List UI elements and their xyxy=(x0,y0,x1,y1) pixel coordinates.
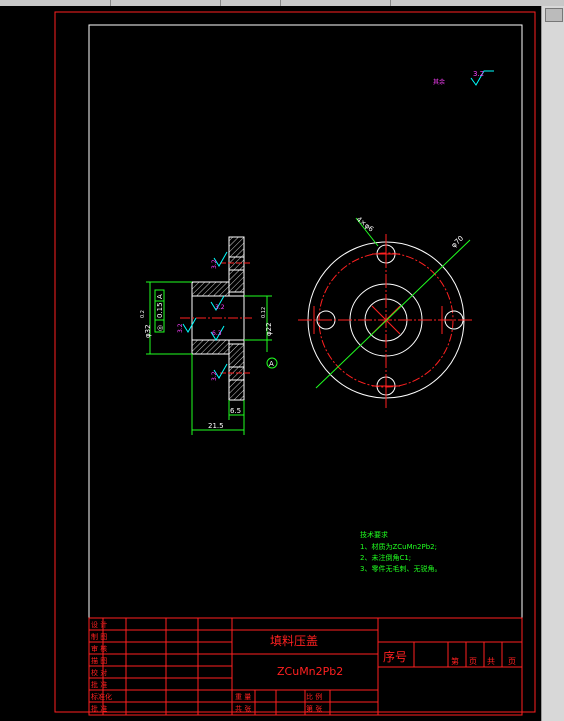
tb-label: 制 图 xyxy=(91,632,107,641)
scale-label: 比 例 xyxy=(306,692,322,701)
roughness-value: 6.3 xyxy=(212,330,222,337)
tech-req-item: 3、零件无毛刺、无锐角。 xyxy=(360,564,441,573)
datum-a-label: A xyxy=(269,360,274,368)
tb-label: 审 核 xyxy=(91,644,107,653)
title-block-left-labels: 设 计 制 图 审 核 描 图 校 对 批 准 标准化 批 准 xyxy=(91,620,112,713)
sheet-page-label: 共 xyxy=(487,657,495,666)
outer-diameter-dim: φ32 xyxy=(144,324,152,338)
tb-label: 标准化 xyxy=(91,692,112,701)
hole-callout: 4×φ6 xyxy=(355,215,376,234)
roughness-value: 3.2 xyxy=(177,323,184,333)
part-name: 填料压盖 xyxy=(270,634,318,648)
roughness-symbol-icon xyxy=(213,363,228,379)
total-sheets-label: 共 张 xyxy=(235,704,251,713)
tb-label: 批 准 xyxy=(91,704,107,713)
scroll-up-arrow-icon[interactable] xyxy=(545,8,563,22)
outer-frame xyxy=(54,11,536,713)
roughness-value: 3.2 xyxy=(215,304,225,311)
roughness-symbol-icon xyxy=(210,295,225,311)
outer-diameter-tol: 0.2 xyxy=(140,310,146,318)
sheet-page-label: 页 xyxy=(469,657,477,666)
gtol-symbol: ◎ xyxy=(156,325,164,331)
gtol-datum: A xyxy=(156,294,164,299)
inner-frame xyxy=(88,24,523,716)
sheet-page-label: 页 xyxy=(508,657,516,666)
roughness-other-label: 其余 xyxy=(433,78,445,86)
roughness-symbol-icon xyxy=(213,251,228,267)
roughness-value: 3.2 xyxy=(211,259,218,269)
roughness-value: 3.2 xyxy=(211,371,218,381)
top-view xyxy=(298,217,474,408)
tb-label: 描 图 xyxy=(91,656,107,665)
material: ZCuMn2Pb2 xyxy=(277,665,343,678)
tech-req-item: 2、未注倒角C1; xyxy=(360,553,411,562)
tb-label: 校 对 xyxy=(91,668,107,677)
gtol-value: 0.15 xyxy=(156,302,164,318)
tech-req-title: 技术要求 xyxy=(360,530,388,539)
vertical-scrollbar[interactable] xyxy=(541,6,564,721)
inner-diameter-dim: φ22 xyxy=(265,322,273,336)
roughness-marks xyxy=(182,251,228,379)
inner-diameter-tol: 0.12 xyxy=(261,307,267,318)
sheet-no-label: 第 张 xyxy=(306,704,322,713)
section-view xyxy=(180,236,252,401)
roughness-symbol-icon xyxy=(182,317,197,333)
roughness-corner-value: 3.2 xyxy=(473,70,484,78)
weight-label: 重 量 xyxy=(235,693,251,701)
thickness-dim: 6.5 xyxy=(230,407,241,415)
roughness-symbol-icon xyxy=(210,325,225,341)
sheet-page-label: 第 xyxy=(451,656,459,666)
tb-label: 批 准 xyxy=(91,680,107,689)
roughness-symbol-icon xyxy=(470,70,494,86)
serial-label: 序号 xyxy=(383,649,407,664)
length-dim: 21.5 xyxy=(208,422,224,430)
toolbar-strip xyxy=(0,0,564,6)
title-block xyxy=(88,617,523,716)
tech-req-item: 1、材质为ZCuMn2Pb2; xyxy=(360,542,437,551)
section-dimensions xyxy=(146,281,278,435)
tb-label: 设 计 xyxy=(91,620,107,629)
